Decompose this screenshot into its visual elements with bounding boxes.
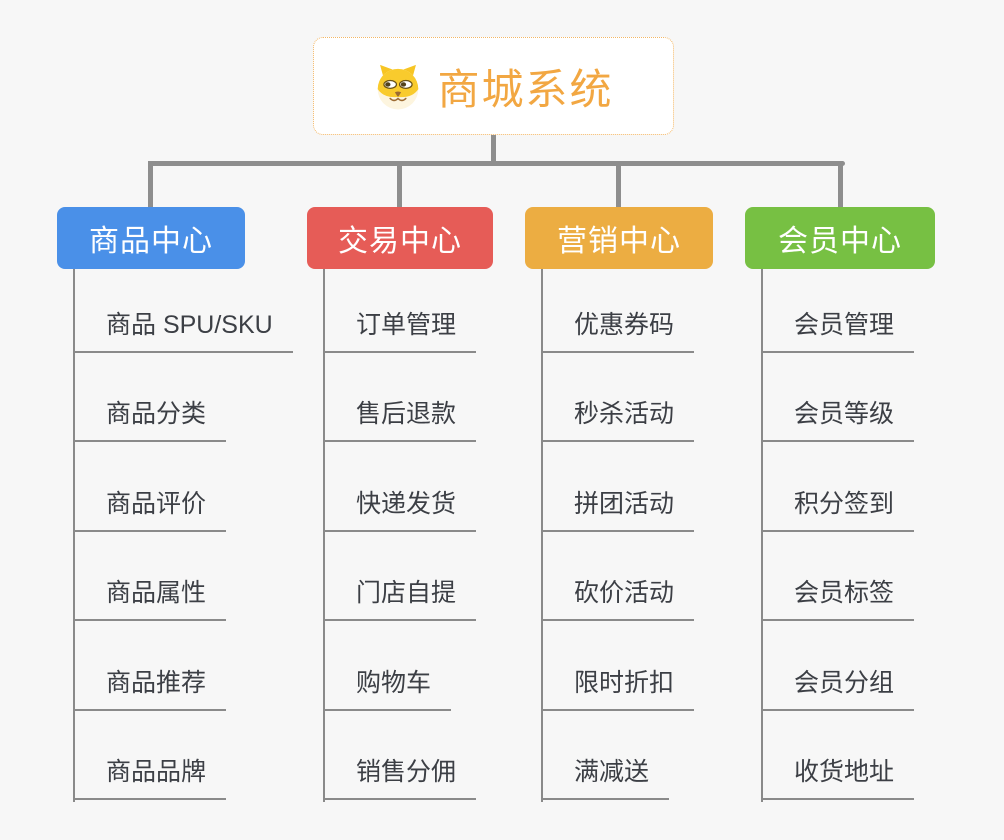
leaf-node[interactable]: 限时折扣 [541,667,695,711]
leaf-node[interactable]: 售后退款 [323,398,477,442]
leaf-node[interactable]: 收货地址 [761,756,915,800]
leaf-node[interactable]: 商品推荐 [73,667,227,711]
branch-spine-trade [323,269,325,802]
branch-spine-product [73,269,75,802]
leaf-node[interactable]: 门店自提 [323,577,477,621]
leaf-node[interactable]: 购物车 [323,667,452,711]
leaf-node[interactable]: 优惠券码 [541,309,695,353]
branch-spine-member [761,269,763,802]
leaf-node[interactable]: 商品评价 [73,488,227,532]
leaf-node[interactable]: 砍价活动 [541,577,695,621]
connector-drop-product [148,161,153,208]
branch-header-member-center[interactable]: 会员中心 [745,207,935,269]
leaf-node[interactable]: 快递发货 [323,488,477,532]
leaf-node[interactable]: 商品分类 [73,398,227,442]
branch-spine-marketing [541,269,543,802]
leaf-node[interactable]: 销售分佣 [323,756,477,800]
branch-header-marketing-center[interactable]: 营销中心 [525,207,713,269]
leaf-node[interactable]: 拼团活动 [541,488,695,532]
connector-drop-trade [397,161,402,208]
root-node[interactable]: 商城系统 [313,37,674,135]
leaf-node[interactable]: 会员分组 [761,667,915,711]
leaf-node[interactable]: 秒杀活动 [541,398,695,442]
leaf-node[interactable]: 商品 SPU/SKU [73,309,293,353]
leaf-node[interactable]: 商品属性 [73,577,227,621]
leaf-node[interactable]: 积分签到 [761,488,915,532]
root-title: 商城系统 [437,65,614,113]
leaf-node[interactable]: 订单管理 [323,309,477,353]
dog-face-icon [373,61,423,111]
branch-header-product-center[interactable]: 商品中心 [57,207,245,269]
leaf-node[interactable]: 会员等级 [761,398,915,442]
leaf-node[interactable]: 会员标签 [761,577,915,621]
connector-drop-marketing [616,161,621,208]
connector-root-stem [491,135,496,166]
leaf-node[interactable]: 会员管理 [761,309,915,353]
leaf-node[interactable]: 满减送 [541,756,670,800]
branch-header-trade-center[interactable]: 交易中心 [307,207,493,269]
leaf-node[interactable]: 商品品牌 [73,756,227,800]
connector-bus [148,161,845,166]
connector-drop-member [838,161,843,208]
